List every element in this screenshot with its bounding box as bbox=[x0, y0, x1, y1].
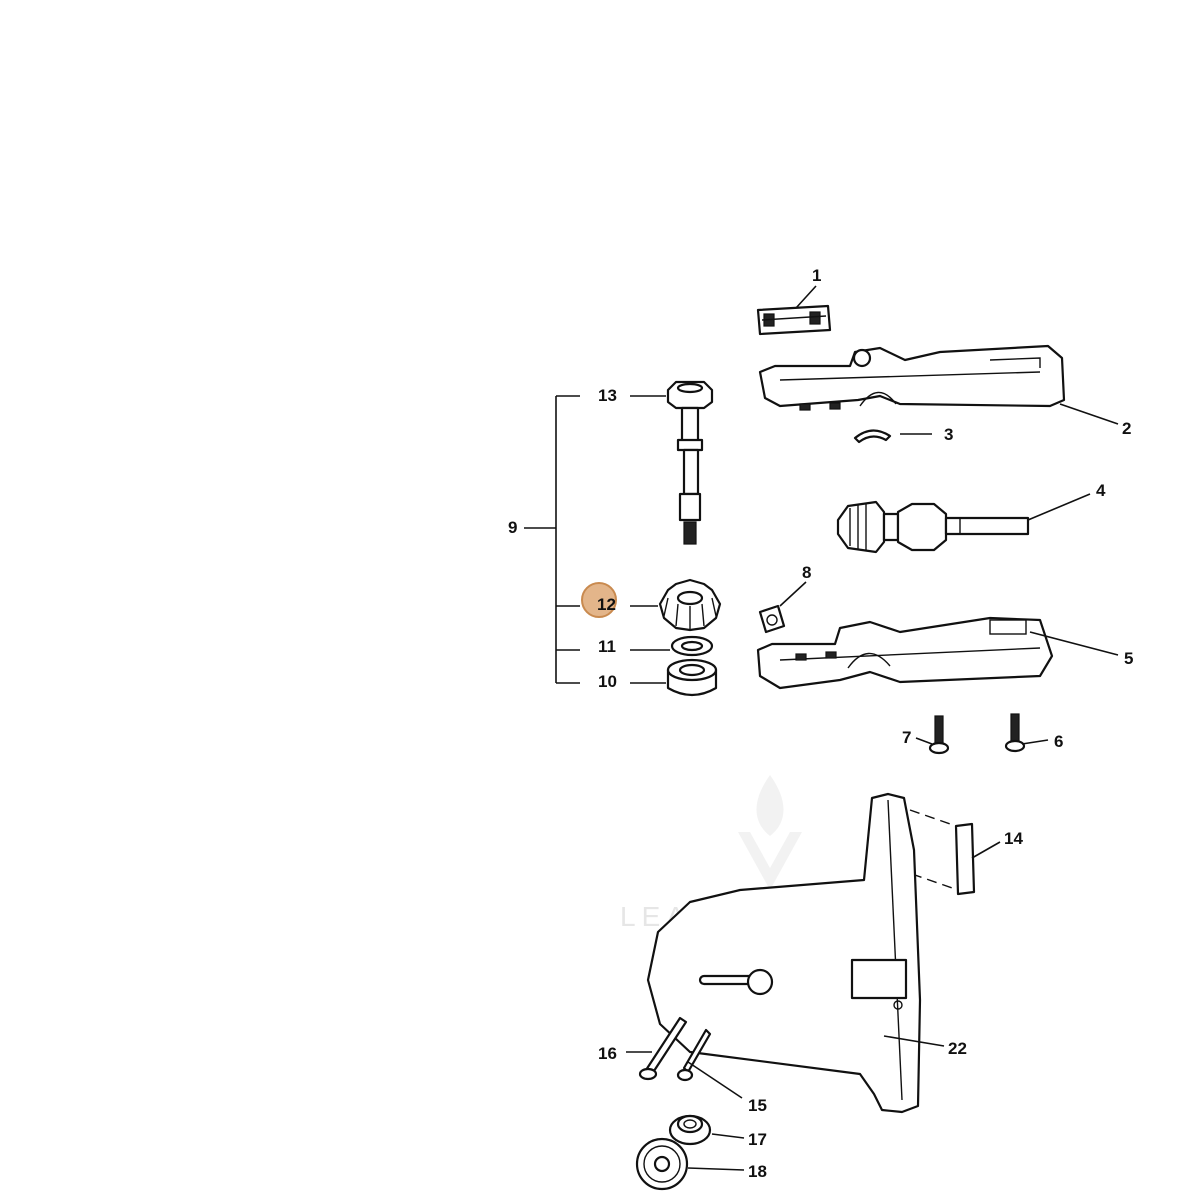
callout-labels: 1 2 3 4 5 6 7 8 9 13 12 11 10 14 22 16 1… bbox=[508, 266, 1133, 1181]
callout-12-highlight[interactable] bbox=[581, 582, 617, 618]
callout-9[interactable]: 9 bbox=[508, 518, 517, 537]
callout-3[interactable]: 3 bbox=[944, 425, 953, 444]
part-18-disc bbox=[635, 1137, 689, 1191]
part-4-gear-shaft bbox=[836, 500, 1030, 554]
callout-18[interactable]: 18 bbox=[748, 1162, 767, 1181]
part-15-screw bbox=[676, 1028, 712, 1082]
callout-17[interactable]: 17 bbox=[748, 1130, 767, 1149]
callout-12[interactable]: 12 bbox=[597, 595, 616, 614]
part-12-bevel-gear bbox=[658, 578, 722, 632]
callout-13[interactable]: 13 bbox=[598, 386, 617, 405]
part-6-screw bbox=[1004, 713, 1026, 753]
part-10-bearing bbox=[666, 658, 718, 697]
callout-10[interactable]: 10 bbox=[598, 672, 617, 691]
callout-6[interactable]: 6 bbox=[1054, 732, 1063, 751]
callout-2[interactable]: 2 bbox=[1122, 419, 1131, 438]
part-5-lower-housing bbox=[756, 616, 1054, 690]
callout-4[interactable]: 4 bbox=[1096, 481, 1106, 500]
part-8-square-nut bbox=[758, 604, 786, 634]
callout-1[interactable]: 1 bbox=[812, 266, 821, 285]
callout-14[interactable]: 14 bbox=[1004, 829, 1023, 848]
callout-5[interactable]: 5 bbox=[1124, 649, 1133, 668]
callout-22[interactable]: 22 bbox=[948, 1039, 967, 1058]
callout-11[interactable]: 11 bbox=[598, 637, 616, 656]
part-16-screw bbox=[638, 1016, 688, 1081]
part-1-bracket bbox=[756, 304, 832, 336]
part-7-screw bbox=[928, 715, 950, 755]
leader-lines bbox=[524, 285, 1119, 1171]
part-13-drive-shaft bbox=[666, 380, 714, 545]
callout-15[interactable]: 15 bbox=[748, 1096, 767, 1115]
callout-7[interactable]: 7 bbox=[902, 728, 911, 747]
part-11-washer bbox=[670, 635, 714, 657]
part-17-flange-nut bbox=[668, 1114, 712, 1146]
part-14-plate bbox=[909, 809, 976, 896]
flame-logo-icon bbox=[738, 775, 802, 890]
part-22-main-guard bbox=[646, 792, 922, 1114]
callout-16[interactable]: 16 bbox=[598, 1044, 617, 1063]
part-2-upper-housing bbox=[758, 344, 1066, 411]
callout-8[interactable]: 8 bbox=[802, 563, 811, 582]
part-3-half-ring bbox=[853, 429, 892, 444]
